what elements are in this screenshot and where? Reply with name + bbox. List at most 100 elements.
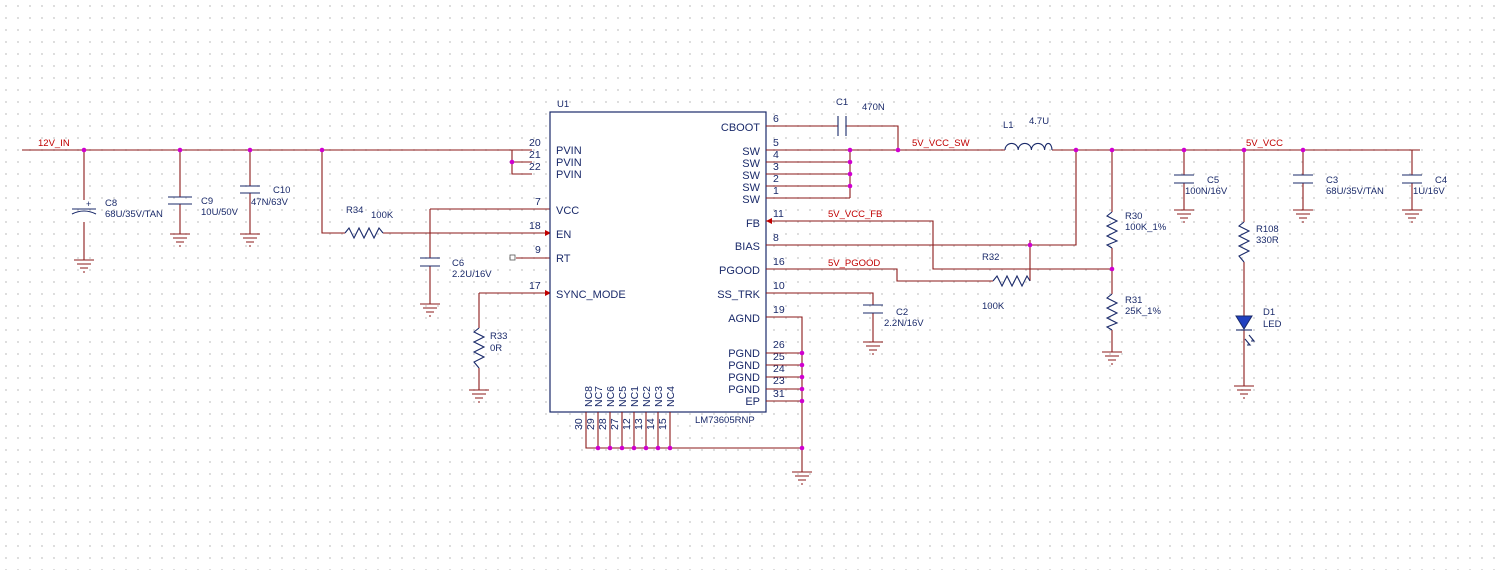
net-label-5v-pgood: 5V_PGOOD xyxy=(828,258,880,269)
schematic-label: SW xyxy=(742,170,760,182)
net-label-5v-vcc: 5V_VCC xyxy=(1246,138,1283,149)
schematic-label: SS_TRK xyxy=(717,289,760,301)
resistor-r108: R108 330R xyxy=(1237,221,1279,263)
pin-name: PVIN xyxy=(556,169,582,181)
schematic-stroke xyxy=(240,233,260,247)
resistor-r32: R32 100K xyxy=(982,252,1031,312)
schematic-label: PGND xyxy=(728,348,760,360)
schematic-label: 4 xyxy=(773,149,779,161)
schematic-label: 8 xyxy=(773,232,779,244)
junction-dot xyxy=(247,147,253,153)
schematic-label: 13 xyxy=(633,418,645,430)
schematic-label: PGND xyxy=(728,384,760,396)
resistor-r31: R31 25K_1% xyxy=(1105,293,1161,331)
junction-dot xyxy=(509,159,515,165)
schematic-label: AGND xyxy=(728,313,760,325)
pin-name: PVIN xyxy=(556,157,582,169)
schematic-label: EP xyxy=(745,396,760,408)
schematic-stroke xyxy=(1004,142,1053,151)
schematic-label: 28 xyxy=(597,418,609,430)
right-pins: CBOOT 6 SW 5 SW 4 SW 3 SW 2 SW 1 FB 11 B… xyxy=(717,113,785,408)
c2-ref: C2 xyxy=(896,307,908,318)
c6-ref: C6 xyxy=(452,258,464,269)
resistor-r33: R33 0R xyxy=(472,327,507,369)
schematic-stroke xyxy=(863,341,883,355)
pin-num: 22 xyxy=(529,161,541,173)
pin-num: 20 xyxy=(529,137,541,149)
capacitor-c9: C9 10U/50V xyxy=(168,196,239,218)
junction-dot xyxy=(799,374,805,380)
junction-dot xyxy=(799,445,805,451)
ic-part-number: LM73605RNP xyxy=(695,415,755,426)
schematic-label: NC5 xyxy=(617,386,629,407)
schematic-stroke xyxy=(992,274,1031,288)
en-input-arrow xyxy=(545,230,551,236)
l1-value: 4.7U xyxy=(1029,116,1049,127)
c1-ref: C1 xyxy=(836,97,848,108)
junctions-left xyxy=(81,147,515,165)
schematic-stroke xyxy=(1234,385,1254,399)
schematic-stroke xyxy=(478,292,550,390)
pin-num: 21 xyxy=(529,149,541,161)
schematic-stroke xyxy=(170,233,190,247)
net-label-12v-in: 12V_IN xyxy=(38,138,70,149)
schematic-label: 30 xyxy=(573,418,585,430)
junction-dot xyxy=(619,445,625,451)
schematic-stroke xyxy=(766,220,1112,270)
c9-value: 10U/50V xyxy=(201,207,239,218)
schematic-stroke xyxy=(469,389,489,403)
schematic-stroke xyxy=(240,185,260,194)
junction-dot xyxy=(847,159,853,165)
schematic-label: SW xyxy=(742,182,760,194)
schematic-label: NC8 xyxy=(583,386,595,407)
r33-value: 0R xyxy=(490,343,502,354)
capacitor-c8: + C8 68U/35V/TAN xyxy=(71,198,163,220)
schematic-stroke xyxy=(585,412,802,449)
schematic-label: SW xyxy=(742,158,760,170)
c10-value: 47N/63V xyxy=(251,197,289,208)
wires-output xyxy=(585,125,1420,472)
r34-value: 100K xyxy=(371,210,394,221)
schematic-label: 24 xyxy=(773,363,785,375)
d1-ref: D1 xyxy=(1263,307,1275,318)
schematic-label: NC2 xyxy=(641,386,653,407)
schematic-label: NC3 xyxy=(653,386,665,407)
schematic-label: 31 xyxy=(773,388,785,400)
junction-dot xyxy=(631,445,637,451)
pin-name: VCC xyxy=(556,205,579,217)
schematic-stroke xyxy=(22,149,532,175)
net-label-5v-vcc-sw: 5V_VCC_SW xyxy=(912,138,970,149)
schematic-stroke xyxy=(1402,209,1422,223)
schematic-label: 1 xyxy=(773,185,779,197)
c3-ref: C3 xyxy=(1326,175,1338,186)
r32-value: 100K xyxy=(982,301,1005,312)
junction-dot xyxy=(1109,147,1115,153)
left-pins: 20 PVIN 21 PVIN 22 PVIN 7 VCC 18 EN 9 RT… xyxy=(529,137,626,301)
junction-dot xyxy=(81,147,87,153)
schematic-label: 11 xyxy=(773,208,784,220)
schematic-label: BIAS xyxy=(735,241,760,253)
c8-ref: C8 xyxy=(105,198,117,209)
schematic-label: 5 xyxy=(773,137,779,149)
ground-symbols-left xyxy=(74,233,489,403)
schematic-label: 25 xyxy=(773,351,785,363)
ic-u1-body xyxy=(549,111,767,413)
r30-ref: R30 xyxy=(1125,211,1142,222)
junction-dot xyxy=(595,445,601,451)
schematic-label: PGND xyxy=(728,360,760,372)
schematic-stroke xyxy=(1293,174,1313,184)
junction-dot xyxy=(847,171,853,177)
pin-num: 17 xyxy=(529,280,541,292)
junction-dot xyxy=(1027,242,1033,248)
pin-name: SYNC_MODE xyxy=(556,289,626,301)
schematic-stroke xyxy=(1105,293,1119,331)
r31-value: 25K_1% xyxy=(1125,306,1161,317)
capacitor-c3: C3 68U/35V/TAN xyxy=(1293,174,1384,197)
c6-value: 2.2U/16V xyxy=(452,269,492,280)
ic-ref: U1 xyxy=(557,99,569,110)
junction-dot xyxy=(799,350,805,356)
junctions-right xyxy=(595,147,1306,451)
net-label-5v-vcc-fb: 5V_VCC_FB xyxy=(828,209,882,220)
c5-value: 100N/16V xyxy=(1185,186,1228,197)
c4-value: 1U/16V xyxy=(1413,186,1445,197)
